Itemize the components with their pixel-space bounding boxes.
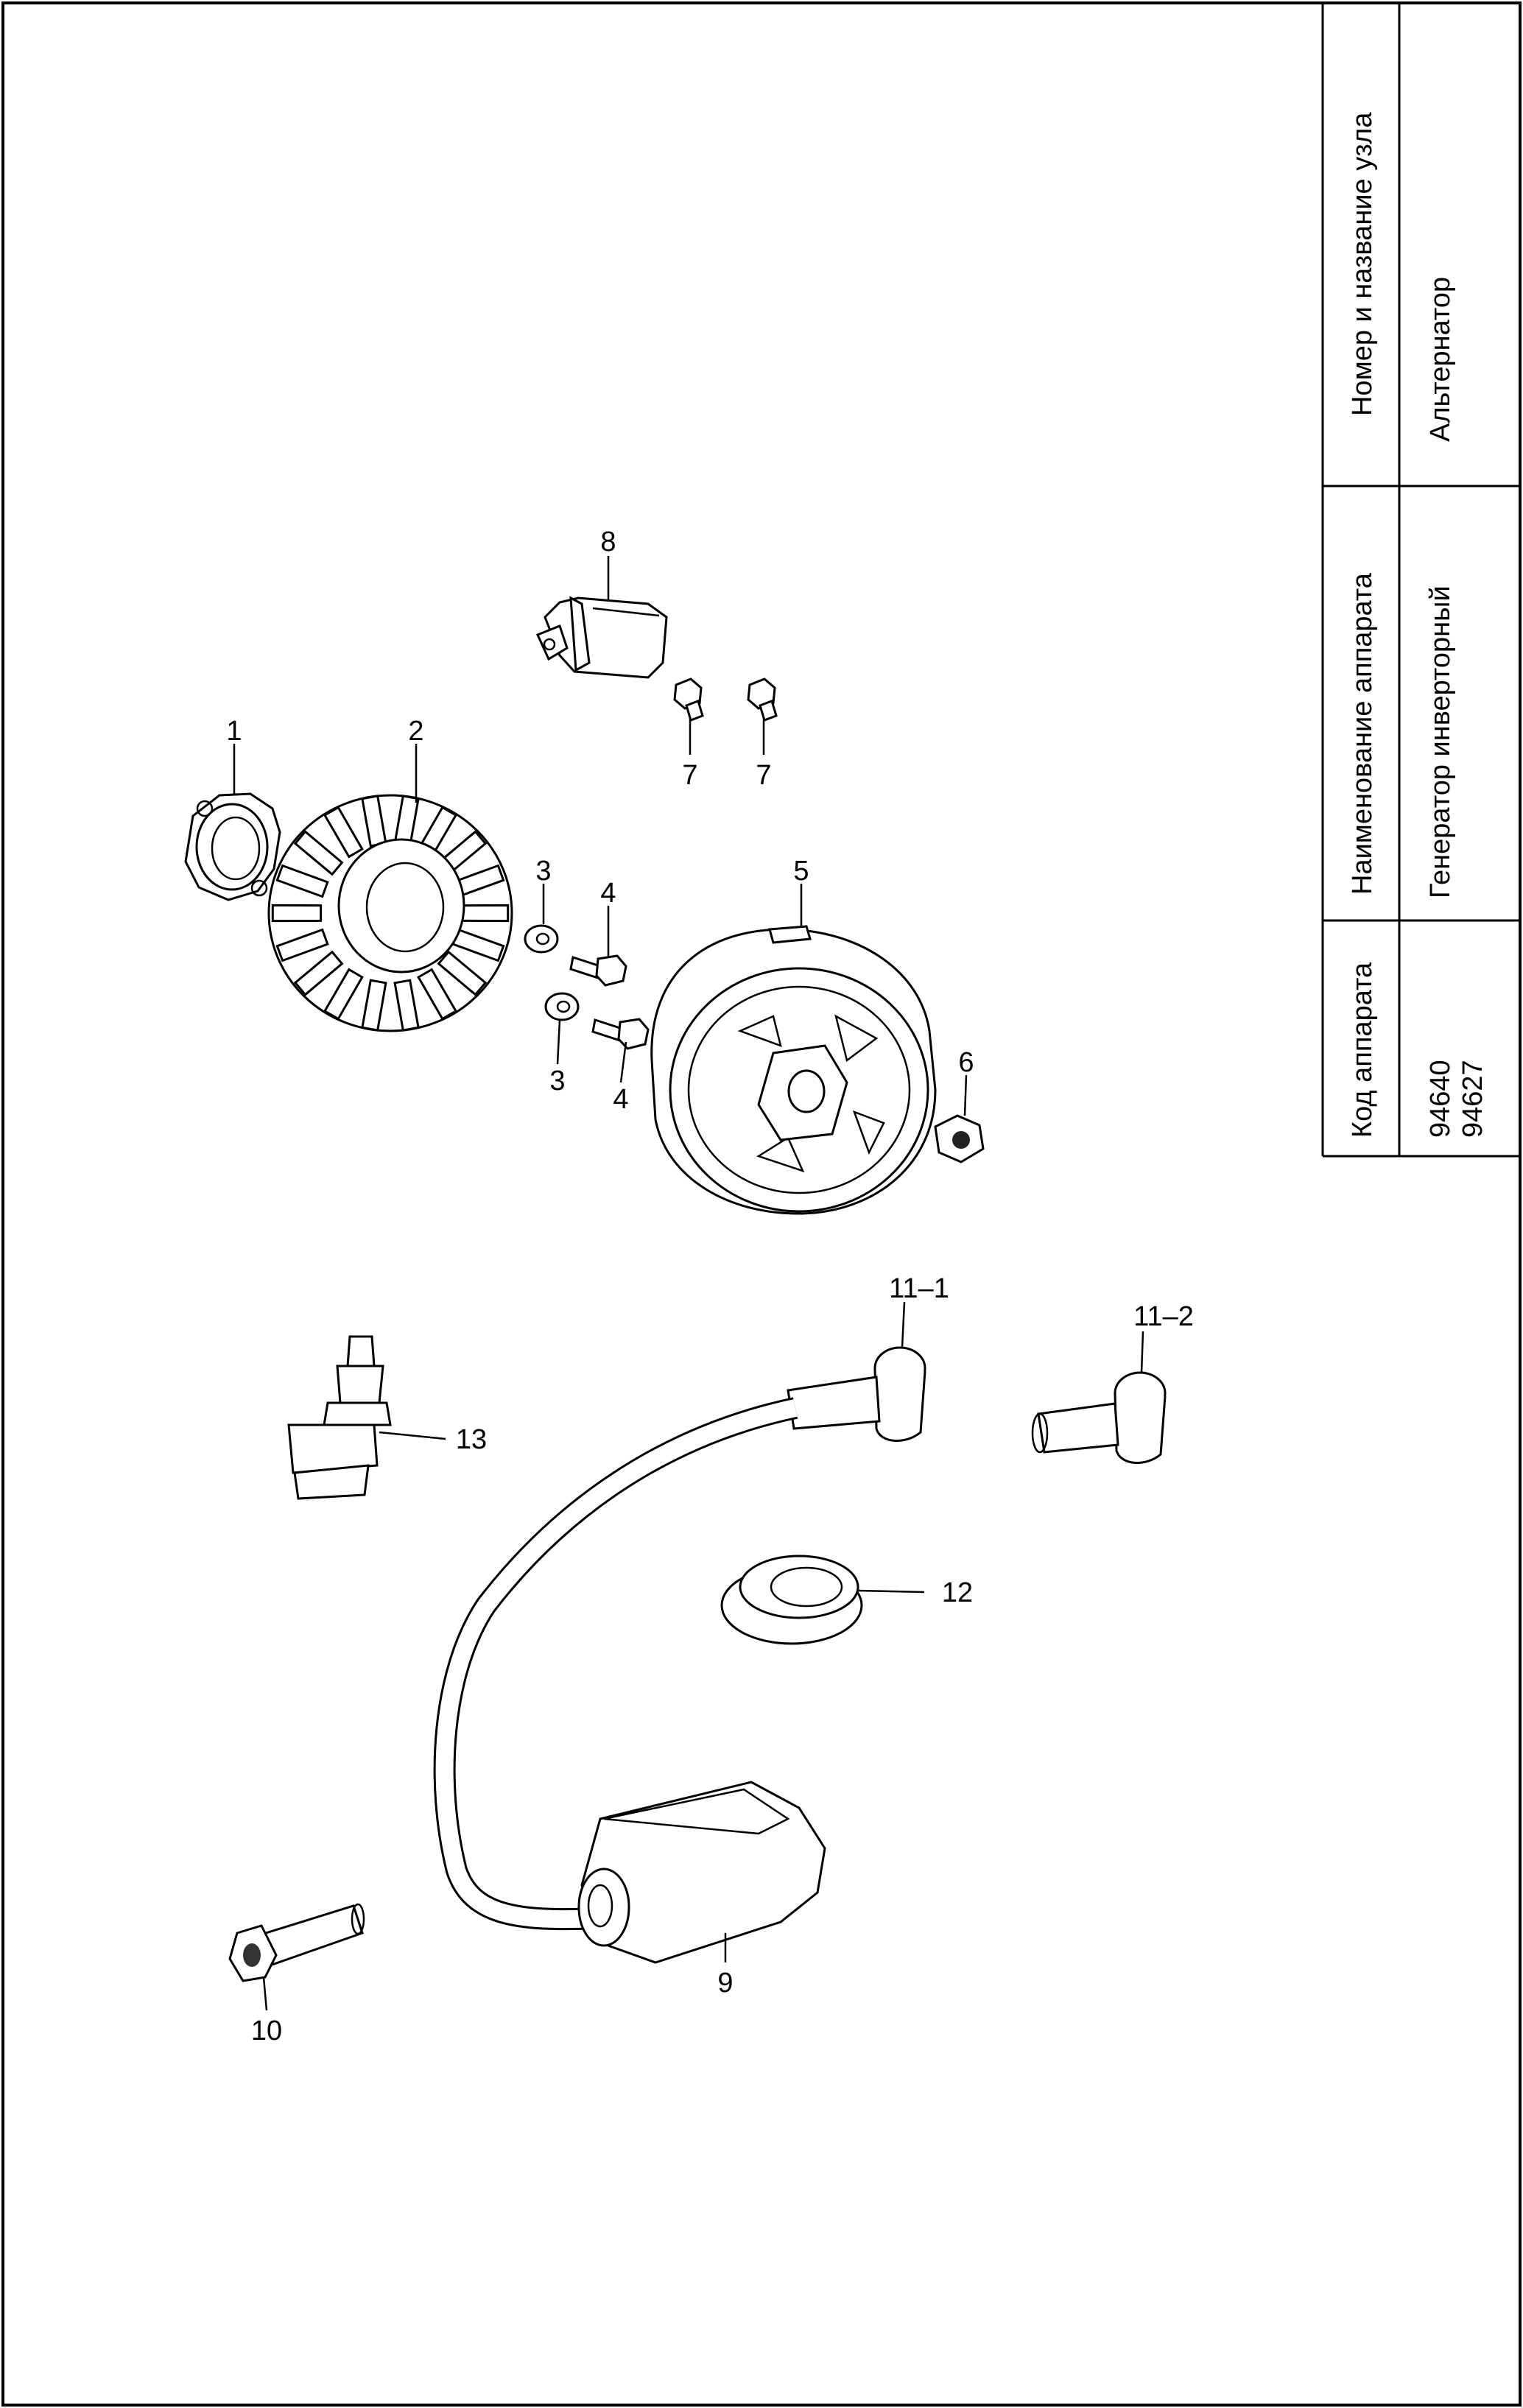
callout-10: 10 (251, 2016, 282, 2046)
part-4-bolt-lower (591, 1018, 650, 1050)
table-value-code-2: 94627 (1457, 1060, 1488, 1138)
table-header-unit: Номер и название узла (1347, 112, 1378, 416)
callout-11-2: 11–2 (1133, 1301, 1194, 1332)
part-10-tube (228, 1903, 365, 1982)
callout-1: 1 (226, 716, 242, 747)
table-value-unit: Альтернатор (1425, 277, 1456, 442)
part-3-washer-upper (524, 924, 559, 954)
stator-tooth (458, 904, 510, 923)
part-5-flywheel (650, 925, 937, 1215)
callout-3-upper: 3 (535, 856, 551, 887)
table-header-device: Наименование аппарата (1347, 572, 1378, 895)
stator-tooth (361, 979, 387, 1032)
part-9-ignition-coil (433, 1397, 826, 1964)
callout-12: 12 (942, 1577, 973, 1608)
callout-6: 6 (958, 1047, 974, 1078)
table-value-code-1: 94640 (1425, 1060, 1456, 1138)
table-header-code: Код аппарата (1347, 962, 1378, 1138)
stator-tooth (271, 904, 323, 923)
callout-labels: 1 2 3 3 4 4 5 6 7 7 8 9 10 11–1 11–2 12 … (226, 527, 1193, 2046)
stator-tooth (293, 950, 344, 996)
callout-9: 9 (717, 1968, 733, 1999)
stator-tooth (323, 968, 364, 1021)
stator-tooth (437, 950, 488, 996)
part-1-housing (184, 792, 281, 901)
part-8-module (535, 596, 668, 679)
part-11-1-cap (787, 1346, 926, 1442)
part-13-spark-plug (287, 1335, 392, 1500)
callout-4-upper: 4 (600, 878, 616, 909)
part-3-washer-lower (544, 992, 580, 1021)
callout-7-right: 7 (756, 760, 771, 791)
part-7-bolt-right (747, 677, 778, 722)
leader-lines (233, 556, 1144, 2011)
title-table: Номер и название узла Альтернатор Наимен… (1321, 3, 1520, 1158)
table-value-device: Генератор инверторный (1425, 585, 1456, 898)
stator-tooth (275, 928, 329, 962)
callout-5: 5 (793, 856, 809, 887)
stator-tooth (393, 979, 420, 1032)
stator-tooth (293, 830, 344, 876)
callout-2: 2 (408, 716, 423, 747)
callout-13: 13 (456, 1424, 487, 1455)
callout-4-lower: 4 (613, 1084, 628, 1115)
callout-11-1: 11–1 (889, 1273, 949, 1304)
part-11-2-cap (1031, 1371, 1167, 1464)
stator-tooth (417, 968, 458, 1021)
part-2-stator (267, 794, 513, 1032)
stator-tooth (275, 864, 329, 898)
callout-8: 8 (600, 527, 616, 557)
callout-7-left: 7 (682, 760, 697, 791)
part-6-nut (934, 1114, 985, 1163)
stator-tooth (323, 806, 364, 859)
callout-3-lower: 3 (549, 1066, 565, 1096)
part-12-grommet (720, 1555, 863, 1645)
part-4-bolt-upper (569, 954, 627, 987)
part-7-bolt-left (673, 677, 704, 722)
